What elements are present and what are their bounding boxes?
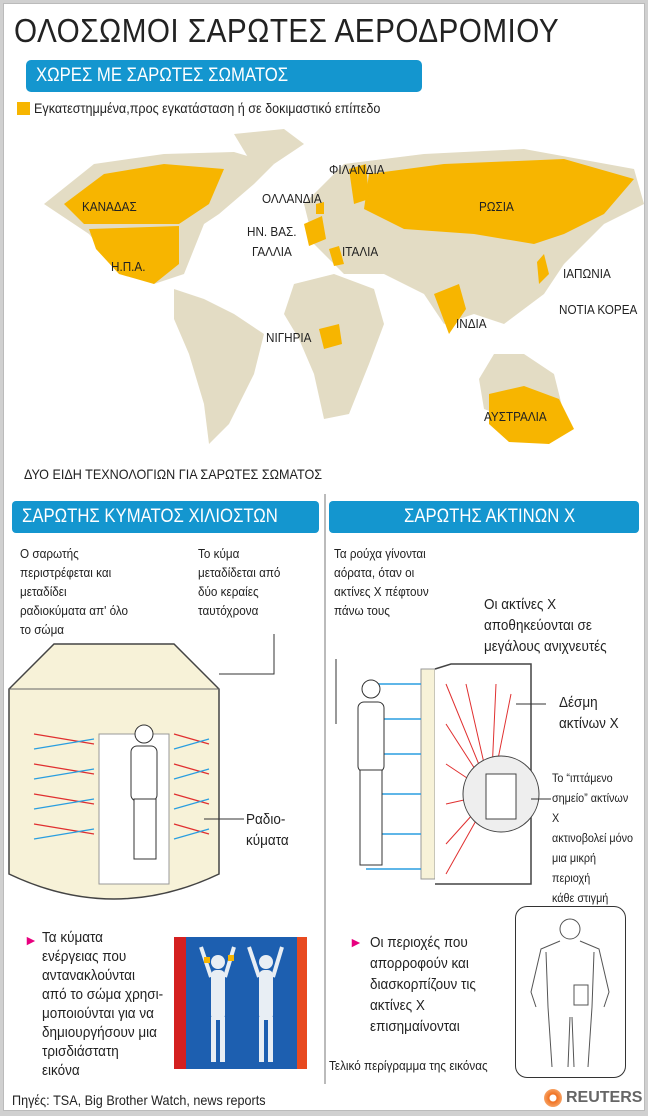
label-australia: ΑΥΣΤΡΑΛΙΑ [484, 409, 547, 424]
uk-region [316, 202, 324, 214]
usa-region [89, 226, 179, 284]
label-nigeria: ΝΙΓΗΡΙΑ [266, 330, 312, 345]
reuters-logo-icon [544, 1089, 562, 1107]
legend-label: Εγκατεστημμένα,προς εγκατάσταση ή σε δοκ… [34, 100, 381, 116]
bullet-arrow-icon: ► [24, 932, 38, 948]
left-header: ΣΑΡΩΤΗΣ ΚΥΜΑΤΟΣ ΧΙΛΙΟΣΤΩΝ [12, 501, 319, 533]
divider [324, 494, 326, 1084]
legend-swatch [17, 102, 30, 115]
canada-region [64, 164, 224, 224]
label-india: ΙΝΔΙΑ [456, 316, 487, 331]
label-netherlands: ΟΛΛΑΝΔΙΑ [262, 191, 322, 206]
sources: Πηγές: TSA, Big Brother Watch, news repo… [12, 1092, 266, 1108]
south-america [174, 289, 264, 444]
page-title: ΟΛΟΣΩΜΟΙ ΣΑΡΩΤΕΣ ΑΕΡΟΔΡΟΜΙΟΥ [14, 12, 560, 49]
millimeter-scan-image [174, 937, 307, 1069]
label-canada: ΚΑΝΑΔΑΣ [82, 199, 137, 214]
bullet-arrow-icon: ► [349, 934, 363, 950]
reuters-brand: REUTERS [566, 1089, 643, 1106]
label-france: ΓΑΛΛΙΑ [252, 244, 292, 259]
right-header: ΣΑΡΩΤΗΣ ΑΚΤΙΝΩΝ Χ [329, 501, 639, 533]
greenland [234, 129, 304, 164]
india-region [434, 284, 466, 334]
world-map [44, 129, 644, 444]
infographic: ΟΛΟΣΩΜΟΙ ΣΑΡΩΤΕΣ ΑΕΡΟΔΡΟΜΙΟΥ ΧΩΡΕΣ ΜΕ ΣΑ… [3, 3, 645, 1111]
xray-outline-image [515, 906, 626, 1078]
millimeter-scanner-diagram [8, 634, 275, 900]
label-italy: ΙΤΑΛΙΑ [342, 244, 379, 259]
map-header: ΧΩΡΕΣ ΜΕ ΣΑΡΩΤΕΣ ΣΩΜΑΤΟΣ [26, 60, 422, 92]
label-finland: ΦΙΛΑΝΔΙΑ [329, 162, 385, 177]
africa [284, 274, 384, 419]
label-uk: ΗΝ. ΒΑΣ. [247, 224, 297, 239]
final-outline-label: Τελικό περίγραμμα της εικόνας [329, 1058, 488, 1073]
tech-caption: ΔΥΟ ΕΙΔΗ ΤΕΧΝΟΛΟΓΙΩΝ ΓΙΑ ΣΑΡΩΤΕΣ ΣΩΜΑΤΟΣ [24, 466, 323, 482]
france-region [304, 216, 326, 246]
xray-scanner-diagram [335, 659, 551, 885]
finland-region [349, 164, 369, 204]
radio-waves-label: Ραδιο-κύματα [246, 811, 289, 849]
japan-region [537, 254, 549, 284]
italy-region [329, 246, 344, 266]
australia-region [489, 386, 574, 444]
russia-region [364, 159, 634, 244]
label-japan: ΙΑΠΩΝΙΑ [563, 266, 611, 281]
nigeria-region [319, 324, 342, 349]
label-usa: Η.Π.Α. [111, 259, 146, 274]
label-russia: ΡΩΣΙΑ [479, 199, 514, 214]
label-south-korea: ΝΟΤΙΑ ΚΟΡΕΑ [559, 302, 638, 317]
